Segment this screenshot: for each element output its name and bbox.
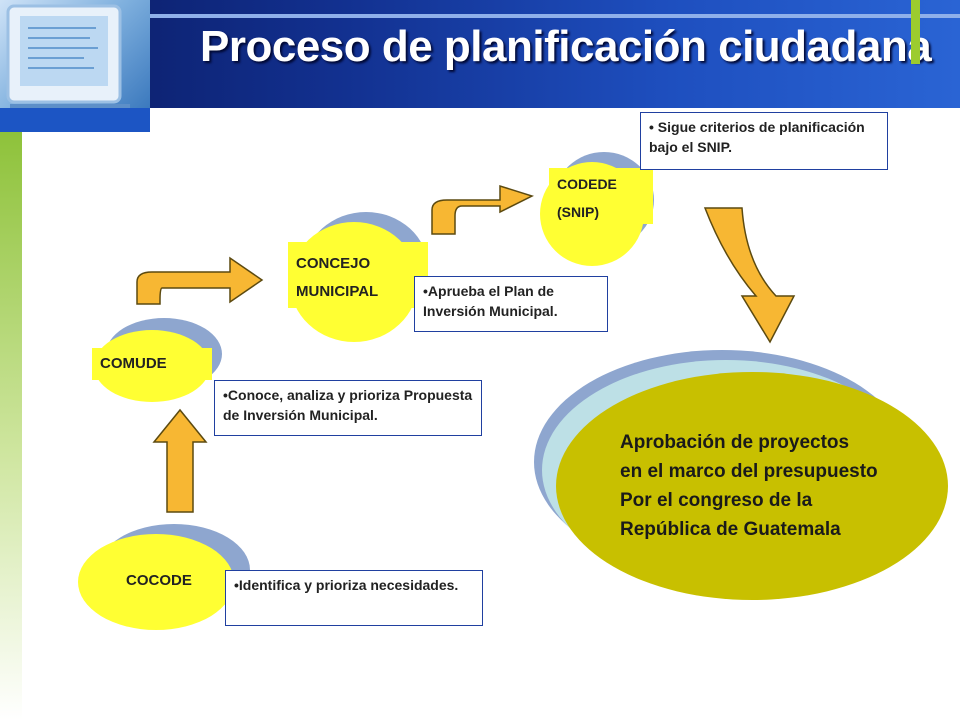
arrow-down-final — [703, 207, 796, 344]
final-line-3: Por el congreso de la — [620, 490, 813, 511]
header-bar — [0, 0, 960, 108]
final-approval-text: Aprobación de proyectos en el marco del … — [620, 428, 878, 544]
page-title: Proceso de planificación ciudadana — [200, 22, 932, 71]
concejo-label-line2: MUNICIPAL — [296, 283, 379, 300]
final-line-4: República de Guatemala — [620, 519, 841, 540]
codede-label-line2: (SNIP) — [557, 204, 599, 220]
arrow-comude-concejo — [136, 256, 264, 305]
note-cocode: •Identifica y prioriza necesidades. — [225, 570, 483, 626]
codede-label: CODEDE (SNIP) — [549, 168, 653, 224]
concejo-label: CONCEJO MUNICIPAL — [288, 242, 428, 308]
note-codede: • Sigue criterios de planificación bajo … — [640, 112, 888, 170]
concejo-label-line1: CONCEJO — [296, 255, 371, 272]
left-strip-blue — [0, 108, 150, 132]
final-approval-node — [534, 350, 948, 600]
cocode-label: COCODE — [126, 572, 192, 589]
note-concejo: •Aprueba el Plan de Inversión Municipal. — [414, 276, 608, 332]
codede-label-line1: CODEDE — [557, 176, 617, 192]
arrow-concejo-codede — [431, 184, 534, 235]
final-line-2: en el marco del presupuesto — [620, 461, 878, 482]
cocode-node — [78, 524, 250, 630]
accent-bar — [911, 0, 920, 64]
left-strip-green — [0, 132, 22, 720]
arrow-up-cocode-comude — [152, 408, 208, 513]
comude-label: COMUDE — [92, 348, 212, 380]
final-line-1: Aprobación de proyectos — [620, 432, 850, 453]
header-stripe — [150, 14, 960, 18]
note-comude: •Conoce, analiza y prioriza Propuesta de… — [214, 380, 482, 436]
